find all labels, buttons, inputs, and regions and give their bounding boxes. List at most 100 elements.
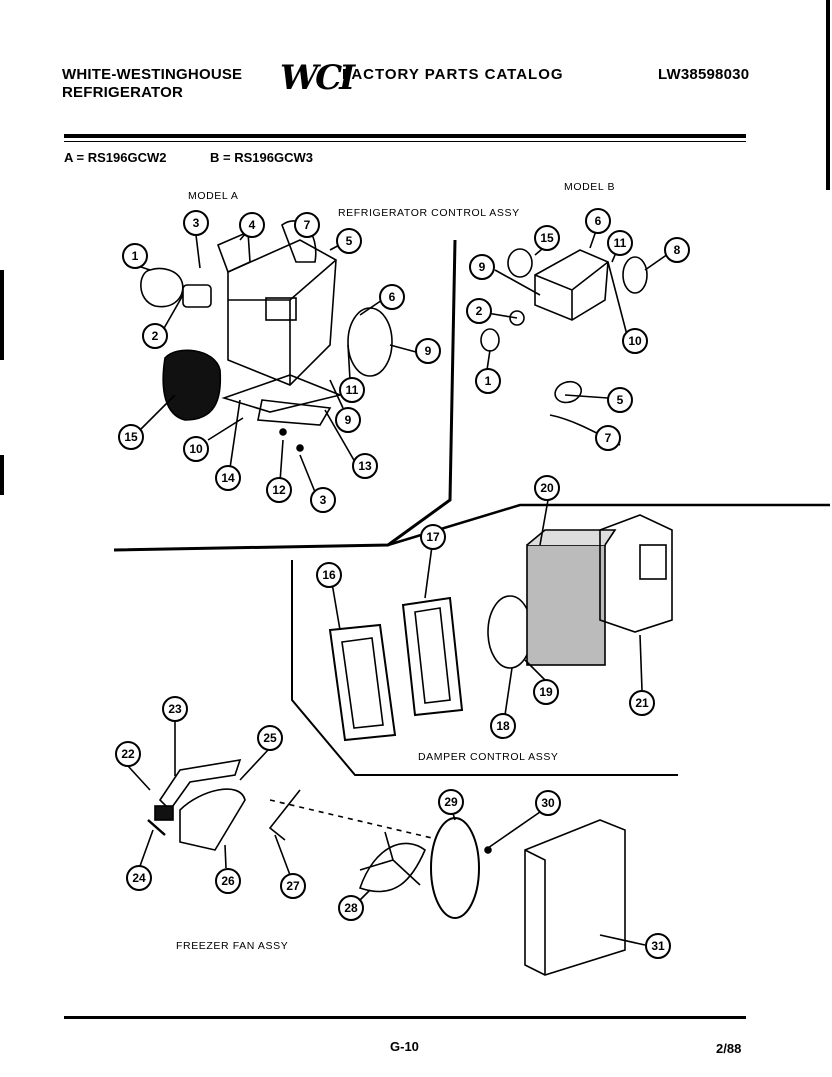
callout-15-b: 15 [534, 225, 560, 251]
svg-text:5: 5 [617, 393, 624, 407]
callout-1-a: 1 [122, 243, 148, 269]
catalog-number: LW38598030 [658, 66, 750, 83]
svg-text:2: 2 [152, 329, 159, 343]
svg-text:7: 7 [605, 431, 612, 445]
svg-text:2: 2 [476, 304, 483, 318]
section-divider [113, 239, 457, 552]
footer-rule [64, 1016, 746, 1019]
callout-7-a: 7 [294, 212, 320, 238]
svg-text:5: 5 [346, 234, 353, 248]
grommet [154, 805, 174, 821]
callout-9-a: 9 [415, 338, 441, 364]
svg-text:15: 15 [124, 430, 138, 444]
model-b-dial [622, 256, 648, 294]
callout-5-a: 5 [336, 228, 362, 254]
model-b-label: MODEL B [564, 181, 616, 193]
light-bulb [140, 267, 184, 308]
control-plate [257, 399, 332, 426]
svg-text:10: 10 [189, 442, 203, 456]
callout-16: 16 [316, 562, 342, 588]
callout-25: 25 [257, 725, 283, 751]
damper-seal [328, 623, 397, 742]
freezer-fan-label: FREEZER FAN ASSY [176, 940, 289, 952]
callout-27: 27 [280, 873, 306, 899]
callout-9-a2: 9 [335, 407, 361, 433]
callout-17: 17 [420, 524, 446, 550]
assembly-line [269, 799, 433, 839]
callout-2-a: 2 [142, 323, 168, 349]
damper-duct [401, 596, 464, 717]
svg-text:20: 20 [540, 481, 554, 495]
callout-9-b: 9 [469, 254, 495, 280]
svg-text:15: 15 [540, 231, 554, 245]
screw [296, 444, 304, 452]
callout-19: 19 [533, 679, 559, 705]
callout-2-b: 2 [466, 298, 492, 324]
damper-control-label: DAMPER CONTROL ASSY [418, 751, 559, 763]
model-a-label: MODEL A [188, 190, 239, 202]
svg-text:29: 29 [444, 795, 458, 809]
svg-text:9: 9 [425, 344, 432, 358]
svg-text:17: 17 [426, 530, 440, 544]
callout-14-a: 14 [215, 465, 241, 491]
callout-11-a: 11 [339, 377, 365, 403]
control-bracket [227, 239, 337, 386]
callout-30: 30 [535, 790, 561, 816]
control-dial [347, 307, 393, 377]
fan-blade-vanes [359, 831, 421, 886]
svg-text:1: 1 [132, 249, 139, 263]
refrigerator-control-label: REFRIGERATOR CONTROL ASSY [338, 207, 520, 219]
callout-7-b: 7 [595, 425, 621, 451]
damper-foam-block [526, 544, 606, 666]
header-rule-thick [64, 134, 746, 138]
callout-29: 29 [438, 789, 464, 815]
callout-5-b: 5 [607, 387, 633, 413]
model-a-number: A = RS196GCW2 [64, 150, 167, 165]
model-b-control-housing [534, 249, 609, 321]
callout-10-b: 10 [622, 328, 648, 354]
damper-seal-inner [341, 637, 384, 729]
svg-text:6: 6 [389, 290, 396, 304]
fan-motor-freezer [179, 788, 246, 851]
fan-motor [162, 349, 222, 421]
svg-text:31: 31 [651, 939, 665, 953]
svg-text:27: 27 [286, 879, 300, 893]
damper-section-border [291, 560, 678, 776]
scan-edge-mark [0, 270, 4, 360]
callout-4-a: 4 [239, 212, 265, 238]
svg-text:26: 26 [221, 874, 235, 888]
header-rule-thin [64, 141, 746, 142]
callout-20: 20 [534, 475, 560, 501]
wci-logo: WCI [280, 58, 355, 98]
fan-bracket [158, 758, 242, 812]
callout-13-a: 13 [352, 453, 378, 479]
callout-31: 31 [645, 933, 671, 959]
svg-text:9: 9 [345, 413, 352, 427]
callout-10-a: 10 [183, 436, 209, 462]
svg-text:25: 25 [263, 731, 277, 745]
scan-edge-mark [826, 0, 830, 190]
svg-text:14: 14 [221, 471, 235, 485]
callout-3-a: 3 [183, 210, 209, 236]
revision-date: 2/88 [716, 1041, 742, 1056]
svg-text:21: 21 [635, 696, 649, 710]
callout-6-a: 6 [379, 284, 405, 310]
callout-1-b: 1 [475, 368, 501, 394]
svg-text:12: 12 [272, 483, 286, 497]
callout-6-b: 6 [585, 208, 611, 234]
evaporator-cover [524, 819, 626, 976]
svg-text:7: 7 [304, 218, 311, 232]
thermostat-knob [507, 248, 533, 278]
catalog-title: FACTORY PARTS CATALOG [342, 66, 564, 83]
svg-text:11: 11 [614, 236, 627, 250]
control-switch [265, 297, 297, 321]
callout-22: 22 [115, 741, 141, 767]
callout-23: 23 [162, 696, 188, 722]
callout-12-a: 12 [266, 477, 292, 503]
model-b-number: B = RS196GCW3 [210, 150, 313, 165]
svg-text:4: 4 [249, 218, 256, 232]
damper-housing [599, 514, 673, 633]
callout-21: 21 [629, 690, 655, 716]
scan-edge-mark [0, 455, 4, 495]
svg-text:19: 19 [539, 685, 553, 699]
